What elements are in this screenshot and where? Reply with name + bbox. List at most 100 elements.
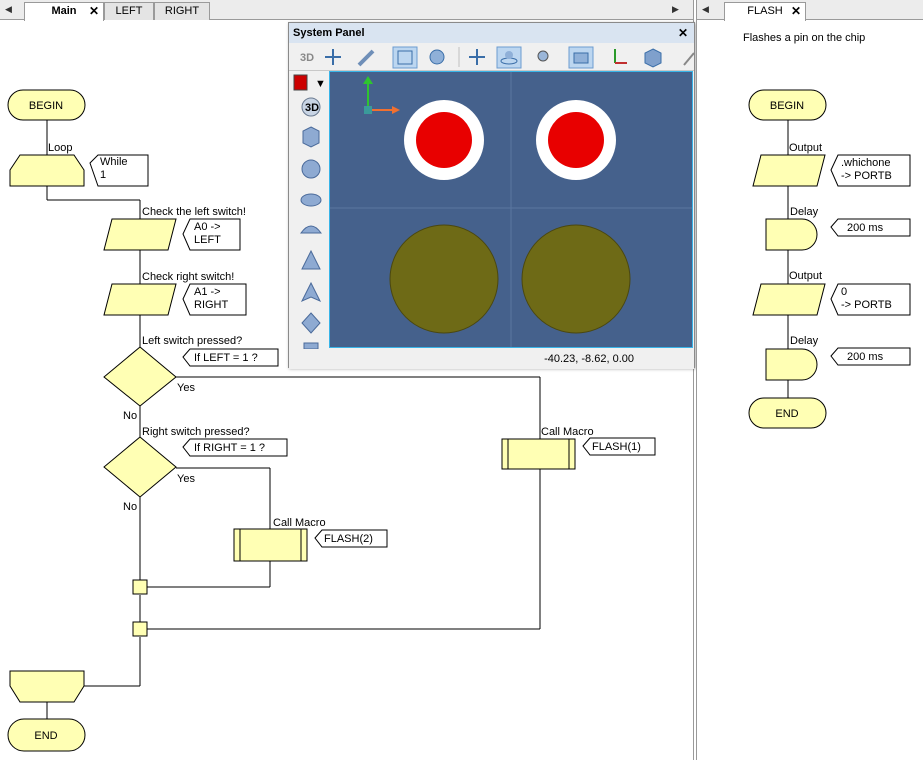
orbit-icon[interactable] [496, 46, 522, 69]
input-left-value-line2: LEFT [194, 234, 221, 246]
system-panel-titlebar[interactable]: System Panel ✕ [289, 23, 694, 43]
tab-flash[interactable]: FLASH ✕ [724, 2, 806, 21]
flash-end-terminator[interactable]: END [748, 397, 827, 429]
delay-block-2[interactable]: Delay 200 ms [765, 335, 911, 381]
system-panel-title: System Panel [293, 27, 365, 39]
flash-flowchart-pane: ◀ FLASH ✕ Flashes a pin on the chip BEGI… [696, 0, 923, 760]
system-panel-toolbar: 3D [289, 43, 695, 71]
loop-block[interactable]: Loop While 1 [9, 142, 149, 187]
ruler-icon[interactable] [683, 52, 695, 66]
input-right-value-line2: RIGHT [194, 299, 229, 311]
decision-right-yes: Yes [177, 473, 195, 485]
switch-right[interactable] [521, 224, 631, 334]
3d-viewport[interactable] [329, 71, 693, 348]
input-right-value-line1: A1 -> [194, 286, 221, 298]
decision-right-label: Right switch pressed? [142, 426, 250, 438]
cone-icon[interactable] [301, 249, 321, 270]
loop-condition-line1: While [100, 156, 128, 168]
ellipse-icon[interactable] [300, 193, 322, 207]
loop-label: Loop [48, 142, 72, 154]
led-right[interactable] [536, 100, 616, 180]
flash-description: Flashes a pin on the chip [743, 32, 865, 44]
begin-terminator[interactable]: BEGIN [7, 89, 86, 121]
delay1-label: Delay [790, 206, 819, 218]
output-block-2[interactable]: Output 0 -> PORTB [752, 270, 911, 316]
macro1-label: Call Macro [541, 426, 594, 438]
system-panel-statusbar: -40.23, -8.62, 0.00 [289, 349, 694, 369]
pan-icon[interactable] [469, 49, 485, 65]
close-icon[interactable]: ✕ [88, 4, 99, 18]
main-flowchart-canvas: BEGIN Loop While 1 Check the left switch… [7, 89, 656, 752]
junction-node[interactable] [132, 621, 148, 637]
shape-palette-icons: ▼ 3D [293, 74, 326, 350]
connector-lines [46, 120, 541, 719]
output-block-1[interactable]: Output .whichone -> PORTB [752, 142, 911, 187]
flash-flowchart-canvas: Flashes a pin on the chip BEGIN Output .… [743, 32, 911, 429]
input-left-block[interactable]: Check the left switch! A0 -> LEFT [103, 206, 246, 251]
end-label: END [34, 730, 57, 742]
cube-icon[interactable] [302, 126, 320, 148]
axis-gizmo [363, 76, 400, 114]
dome-icon[interactable] [300, 225, 322, 234]
end-terminator[interactable]: END [7, 718, 86, 752]
tab-left[interactable]: LEFT [104, 2, 154, 20]
close-icon[interactable]: ✕ [790, 4, 801, 18]
main-tab-bar: ◀ Main ✕ LEFT RIGHT ▶ [0, 0, 693, 21]
axis-icon[interactable] [614, 49, 627, 64]
sphere-icon[interactable] [301, 159, 321, 179]
call-macro-flash1-block[interactable]: Call Macro FLASH(1) [501, 426, 656, 470]
diamond-icon[interactable] [301, 312, 321, 334]
camera-icon[interactable] [537, 50, 549, 62]
cursor-coordinates: -40.23, -8.62, 0.00 [544, 353, 634, 365]
decision-left-yes: Yes [177, 382, 195, 394]
decision-right-block[interactable]: Right switch pressed? If RIGHT = 1 ? Yes… [103, 426, 288, 513]
view-icon[interactable] [568, 46, 594, 69]
decision-right-no: No [123, 501, 137, 513]
tab-main-label: Main [51, 5, 77, 17]
move-icon[interactable] [325, 49, 341, 65]
decision-left-value: If LEFT = 1 ? [194, 352, 258, 364]
loop-condition-line2: 1 [100, 169, 106, 181]
tab-scroll-left-icon[interactable]: ◀ [702, 4, 709, 14]
decision-left-no: No [123, 410, 137, 422]
output2-label: Output [789, 270, 822, 282]
rotate-icon[interactable] [429, 49, 445, 65]
close-icon[interactable]: ✕ [677, 26, 688, 40]
select-icon[interactable] [392, 46, 418, 69]
pyramid-icon[interactable] [300, 281, 322, 303]
input-right-block[interactable]: Check right switch! A1 -> RIGHT [103, 271, 247, 316]
tab-main[interactable]: Main ✕ [24, 2, 104, 21]
tab-scroll-left-icon[interactable]: ◀ [5, 4, 12, 14]
tab-right[interactable]: RIGHT [154, 2, 210, 20]
loop-end-block[interactable] [9, 670, 85, 703]
delay2-value: 200 ms [847, 351, 884, 363]
tab-right-label: RIGHT [164, 5, 200, 17]
output1-value-line2: -> PORTB [841, 170, 892, 182]
color-picker-swatch[interactable] [293, 74, 308, 91]
call-macro-flash2-block[interactable]: Call Macro FLASH(2) [233, 517, 388, 562]
macro2-label: Call Macro [273, 517, 326, 529]
tab-scroll-right-icon[interactable]: ▶ [672, 4, 679, 14]
delay-block-1[interactable]: Delay 200 ms [765, 206, 911, 251]
decision-left-block[interactable]: Left switch pressed? If LEFT = 1 ? Yes N… [103, 335, 279, 422]
pencil-icon[interactable] [357, 49, 375, 67]
decision-right-value: If RIGHT = 1 ? [194, 442, 265, 454]
output2-value-line1: 0 [841, 286, 847, 298]
svg-text:3D: 3D [305, 102, 319, 114]
shape-palette: ▼ 3D [289, 71, 329, 350]
junction-node[interactable] [132, 579, 148, 595]
flash-begin-terminator[interactable]: BEGIN [748, 89, 827, 121]
output2-value-line2: -> PORTB [841, 299, 892, 311]
cube-icon[interactable] [644, 48, 662, 68]
viewport-scene [330, 72, 692, 347]
input-left-value-line1: A0 -> [194, 221, 221, 233]
system-panel-window[interactable]: System Panel ✕ 3D ▼ 3D [288, 22, 695, 369]
3d-icon[interactable]: 3D [300, 52, 314, 64]
macro2-value: FLASH(2) [324, 533, 373, 545]
3d-icon[interactable]: 3D [301, 97, 321, 117]
chevron-down-icon[interactable]: ▼ [315, 78, 326, 90]
led-left[interactable] [404, 100, 484, 180]
switch-left[interactable] [389, 224, 499, 334]
output1-label: Output [789, 142, 822, 154]
delay1-value: 200 ms [847, 222, 884, 234]
